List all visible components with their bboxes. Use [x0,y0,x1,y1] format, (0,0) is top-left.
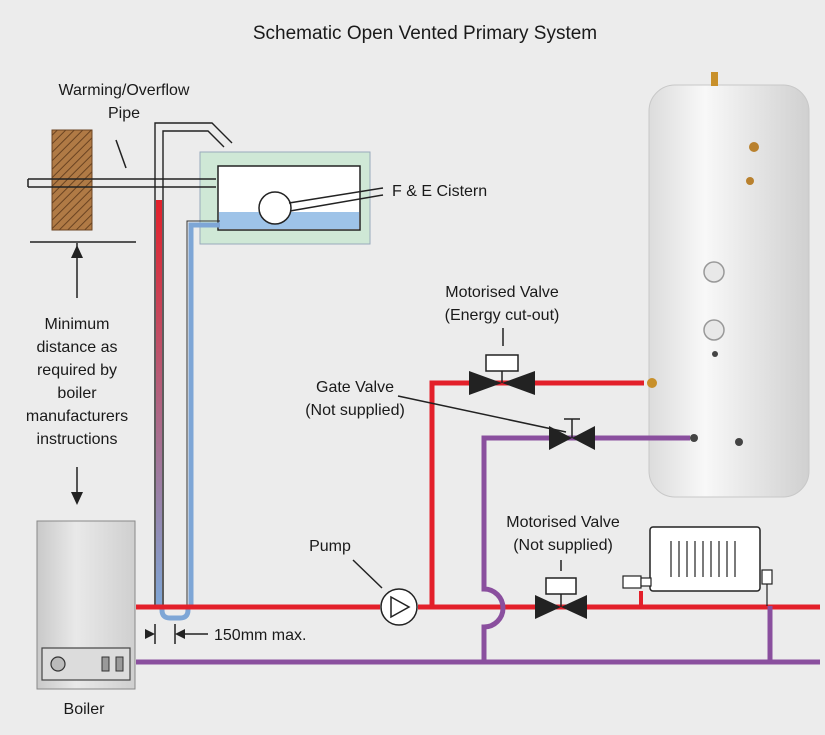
min-distance-label-4: boiler [57,385,97,402]
overflow-label-2: Pipe [108,105,140,122]
cold-feed-pipe [188,222,220,606]
cistern-water [219,212,359,229]
boiler-dial-icon [50,656,66,672]
trv-icon [622,575,642,589]
max-distance-label: 150mm max. [214,627,306,644]
gate-valve-leader-line [397,395,567,433]
overflow-leader-line [115,139,127,169]
pump-leader-line [352,559,383,589]
hot-water-cylinder [648,84,810,498]
boiler-label: Boiler [64,701,106,718]
ball-float-icon [258,191,292,225]
gate-valve-icon [549,426,572,450]
dimension-arrow-right-icon [175,629,185,639]
motorised-valve-top-icon [469,371,502,395]
coil-flow-connection [647,378,657,388]
pump-label: Pump [309,538,351,555]
diagram-title: Schematic Open Vented Primary System [253,23,597,44]
vent-pipe-outline [154,122,233,607]
lockshield-icon [761,569,773,585]
cylinder-top-fitting [711,72,718,86]
cistern-label: F & E Cistern [392,183,487,200]
min-distance-label-3: required by [37,362,117,379]
overflow-label-1: Warming/Overflow [59,82,190,99]
cylinder-fitting [749,142,759,152]
float-arm [288,187,384,204]
down-arrow-icon [71,492,83,505]
actuator-head-bottom-icon [545,577,577,595]
dimension-arrow-left-icon [145,629,155,639]
motorised-valve-bottom-label-2: (Not supplied) [513,537,613,554]
wall-hatch [51,129,93,231]
gate-valve-label-1: Gate Valve [316,379,394,396]
radiator-fins [670,541,736,577]
vent-pipe [156,200,162,606]
radiator-icon [649,526,761,592]
motorised-valve-bottom-icon [535,595,561,619]
immersion-boss [703,261,725,283]
boiler-switch-icon [101,656,110,672]
return-from-cylinder-pipe [481,435,690,662]
motorised-valve-top-label-1: Motorised Valve [445,284,559,301]
up-arrow-icon [71,245,83,258]
coil-return-connection [690,434,698,442]
min-distance-label-6: instructions [37,431,118,448]
flow-to-cylinder-pipe [429,380,644,607]
gate-valve-label-2: (Not supplied) [305,402,405,419]
actuator-head-icon [485,354,519,372]
u-bend [159,606,191,621]
motorised-valve-bottom-label-1: Motorised Valve [506,514,620,531]
min-distance-label-1: Minimum [45,316,110,333]
motorised-valve-top-label-2: (Energy cut-out) [445,307,560,324]
min-distance-label-2: distance as [37,339,118,356]
min-distance-label-5: manufacturers [26,408,128,425]
